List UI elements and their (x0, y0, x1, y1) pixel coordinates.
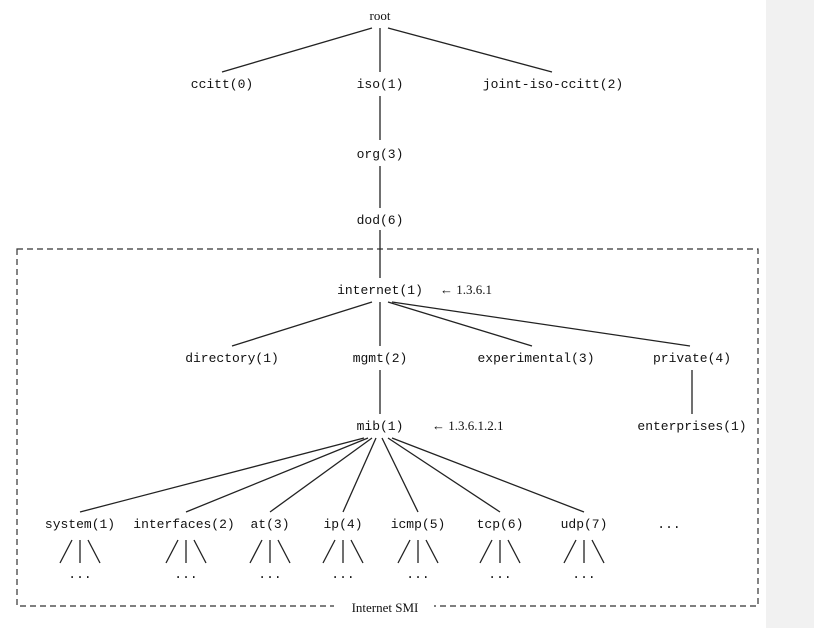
ellipsis-system: ... (68, 567, 91, 582)
edge-internet-experimental (387, 301, 533, 347)
node-joint-iso-ccitt: joint-iso-ccitt(2) (483, 77, 623, 92)
oid-tree-diagram: root ccitt(0) iso(1) joint-iso-ccitt(2) … (16, 8, 759, 615)
node-mgmt: mgmt(2) (353, 351, 408, 366)
node-udp: udp(7) (561, 517, 608, 532)
node-ip: ip(4) (323, 517, 362, 532)
ellipsis-ip: ... (331, 567, 354, 582)
node-experimental: experimental(3) (477, 351, 594, 366)
fan-ip (322, 539, 364, 564)
tree-edges (79, 27, 693, 513)
node-tcp: tcp(6) (477, 517, 524, 532)
fan-at (249, 539, 291, 564)
ellipsis-udp: ... (572, 567, 595, 582)
edge-mib-at (269, 437, 373, 513)
node-private: private(4) (653, 351, 731, 366)
box-label-background (334, 598, 434, 614)
ellipsis-at: ... (258, 567, 281, 582)
edge-root-joint (387, 27, 553, 73)
node-directory: directory(1) (185, 351, 279, 366)
ellipsis-interfaces: ... (174, 567, 197, 582)
internet-smi-label: Internet SMI (352, 600, 419, 615)
edge-internet-directory (231, 301, 373, 347)
node-more: ... (657, 517, 680, 532)
subtree-fans (59, 539, 605, 564)
node-mib: mib(1) (357, 419, 404, 434)
node-org: org(3) (357, 147, 404, 162)
node-enterprises: enterprises(1) (637, 419, 746, 434)
node-interfaces: interfaces(2) (133, 517, 234, 532)
edge-mib-ip (342, 437, 377, 513)
edge-mib-udp (391, 437, 585, 513)
internet-smi-boundary (16, 248, 759, 607)
edge-mib-icmp (381, 437, 419, 513)
fan-system (59, 539, 101, 564)
edge-mib-interfaces (185, 437, 369, 513)
node-ccitt: ccitt(0) (191, 77, 253, 92)
fan-tcp (479, 539, 521, 564)
node-at: at(3) (250, 517, 289, 532)
internet-oid-annotation: ← 1.3.6.1 (440, 282, 492, 297)
fan-icmp (397, 539, 439, 564)
ellipsis-tcp: ... (488, 567, 511, 582)
node-root: root (370, 8, 391, 23)
edge-mib-tcp (387, 437, 501, 513)
node-iso: iso(1) (357, 77, 404, 92)
ellipsis-icmp: ... (406, 567, 429, 582)
edge-mib-system (79, 437, 365, 513)
diagram-canvas: root ccitt(0) iso(1) joint-iso-ccitt(2) … (0, 0, 766, 628)
fan-interfaces (165, 539, 207, 564)
node-internet: internet(1) (337, 283, 423, 298)
fan-udp (563, 539, 605, 564)
node-dod: dod(6) (357, 213, 404, 228)
node-icmp: icmp(5) (391, 517, 446, 532)
edge-root-ccitt (221, 27, 373, 73)
edge-internet-private (391, 301, 691, 347)
node-system: system(1) (45, 517, 115, 532)
mib-oid-annotation: ← 1.3.6.1.2.1 (432, 418, 504, 433)
